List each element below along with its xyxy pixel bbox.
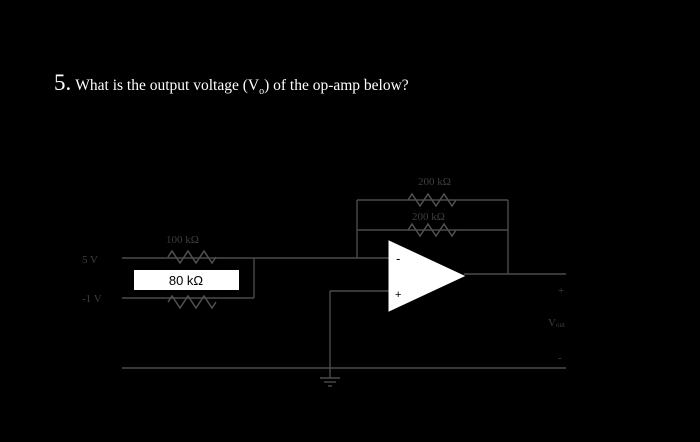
output-plus-sign: + [558, 285, 564, 297]
resistor-label-box [134, 270, 239, 290]
opamp-minus-sign: - [396, 251, 400, 266]
question-subscript: o [259, 86, 265, 97]
feedback-top-value: 200 kΩ [418, 176, 451, 188]
feedback-bottom-value: 200 kΩ [412, 211, 445, 223]
question-body: What is the output voltage (Vo) of the o… [75, 77, 409, 97]
question-text: 5. What is the output voltage (Vo) of th… [54, 70, 409, 97]
op-amp-triangle [388, 240, 466, 312]
question-number: 5. [54, 70, 72, 95]
opamp-plus-sign: + [395, 289, 401, 301]
input-voltage-top: 5 V [82, 254, 98, 266]
output-minus-sign: - [558, 352, 562, 364]
output-label-sub: out [556, 321, 565, 329]
input-voltage-bottom: -1 V [82, 293, 102, 305]
output-label: Vout [548, 317, 565, 329]
resistor-bottom-value: 80 kΩ [169, 273, 204, 288]
resistor-input-bottom [167, 294, 217, 310]
resistor-feedback-top [407, 192, 457, 208]
resistor-feedback-bottom [407, 222, 457, 238]
question-text-before: What is the output voltage (V [75, 77, 260, 94]
output-label-v: V [548, 317, 556, 329]
question-text-after: ) of the op-amp below? [264, 77, 409, 94]
resistor-top-value: 100 kΩ [166, 234, 199, 246]
ground-icon [320, 377, 340, 387]
resistor-input-top [167, 249, 217, 265]
